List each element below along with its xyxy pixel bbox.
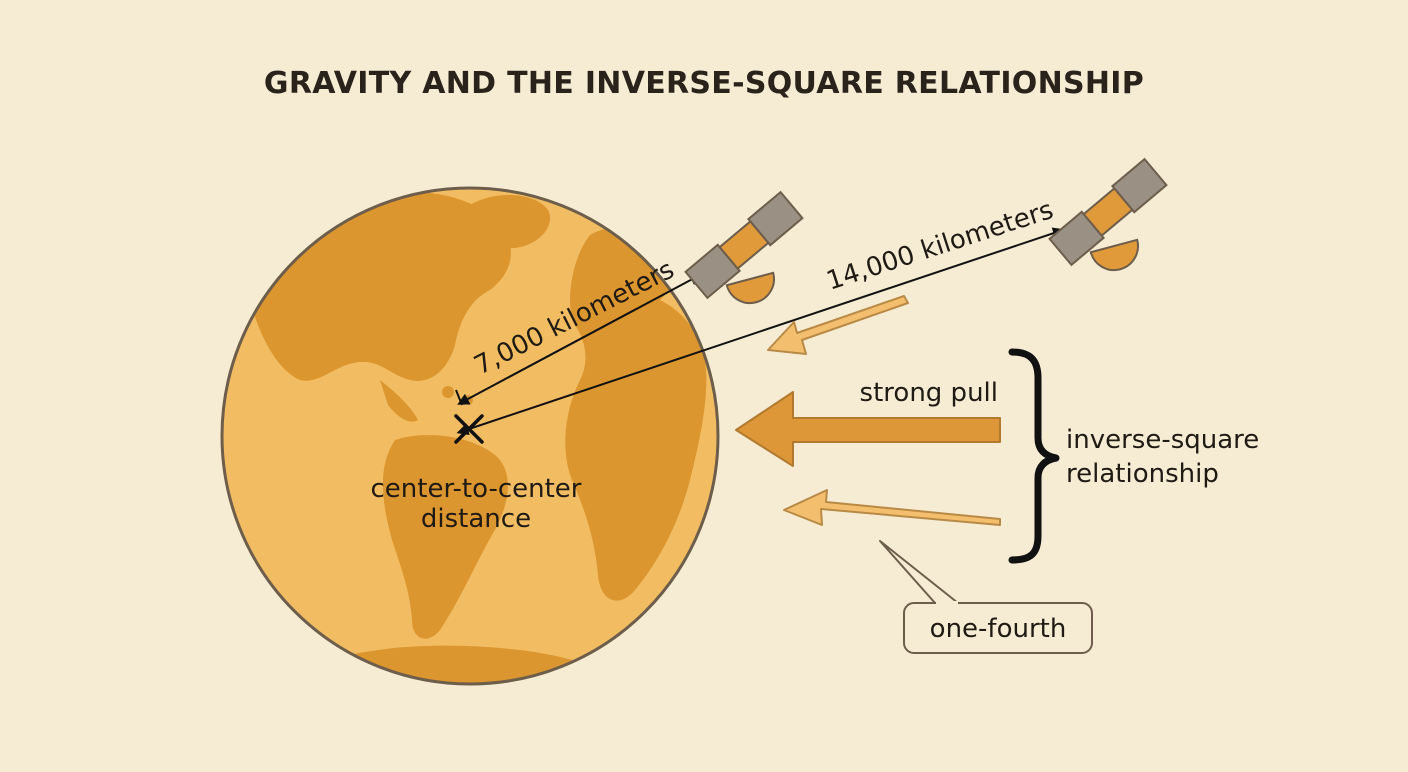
- earth-globe-icon: [220, 186, 720, 686]
- strong-pull-label: strong pull: [860, 378, 998, 408]
- strong-pull-arrow: [735, 391, 1001, 467]
- one-fourth-callout: one-fourth: [879, 540, 1093, 654]
- center-distance-label-line1: center-to-center: [371, 474, 582, 504]
- one-fourth-label: one-fourth: [930, 614, 1067, 644]
- far-distance-arrow: [456, 227, 1065, 436]
- satellite-icon: [1048, 157, 1168, 272]
- brace: [1008, 348, 1060, 564]
- page-title: GRAVITY AND THE INVERSE-SQUARE RELATIONS…: [264, 66, 1144, 101]
- center-distance-label-line2: distance: [421, 504, 531, 534]
- relationship-label-line1: inverse-square: [1066, 425, 1259, 455]
- relationship-label-line2: relationship: [1066, 459, 1219, 489]
- far-distance-label: 14,000 kilometers: [823, 195, 1057, 297]
- weak-pull-arrow-upper: [767, 295, 909, 355]
- one-fourth-arrow: [783, 489, 1001, 526]
- satellite-icon: [684, 190, 804, 305]
